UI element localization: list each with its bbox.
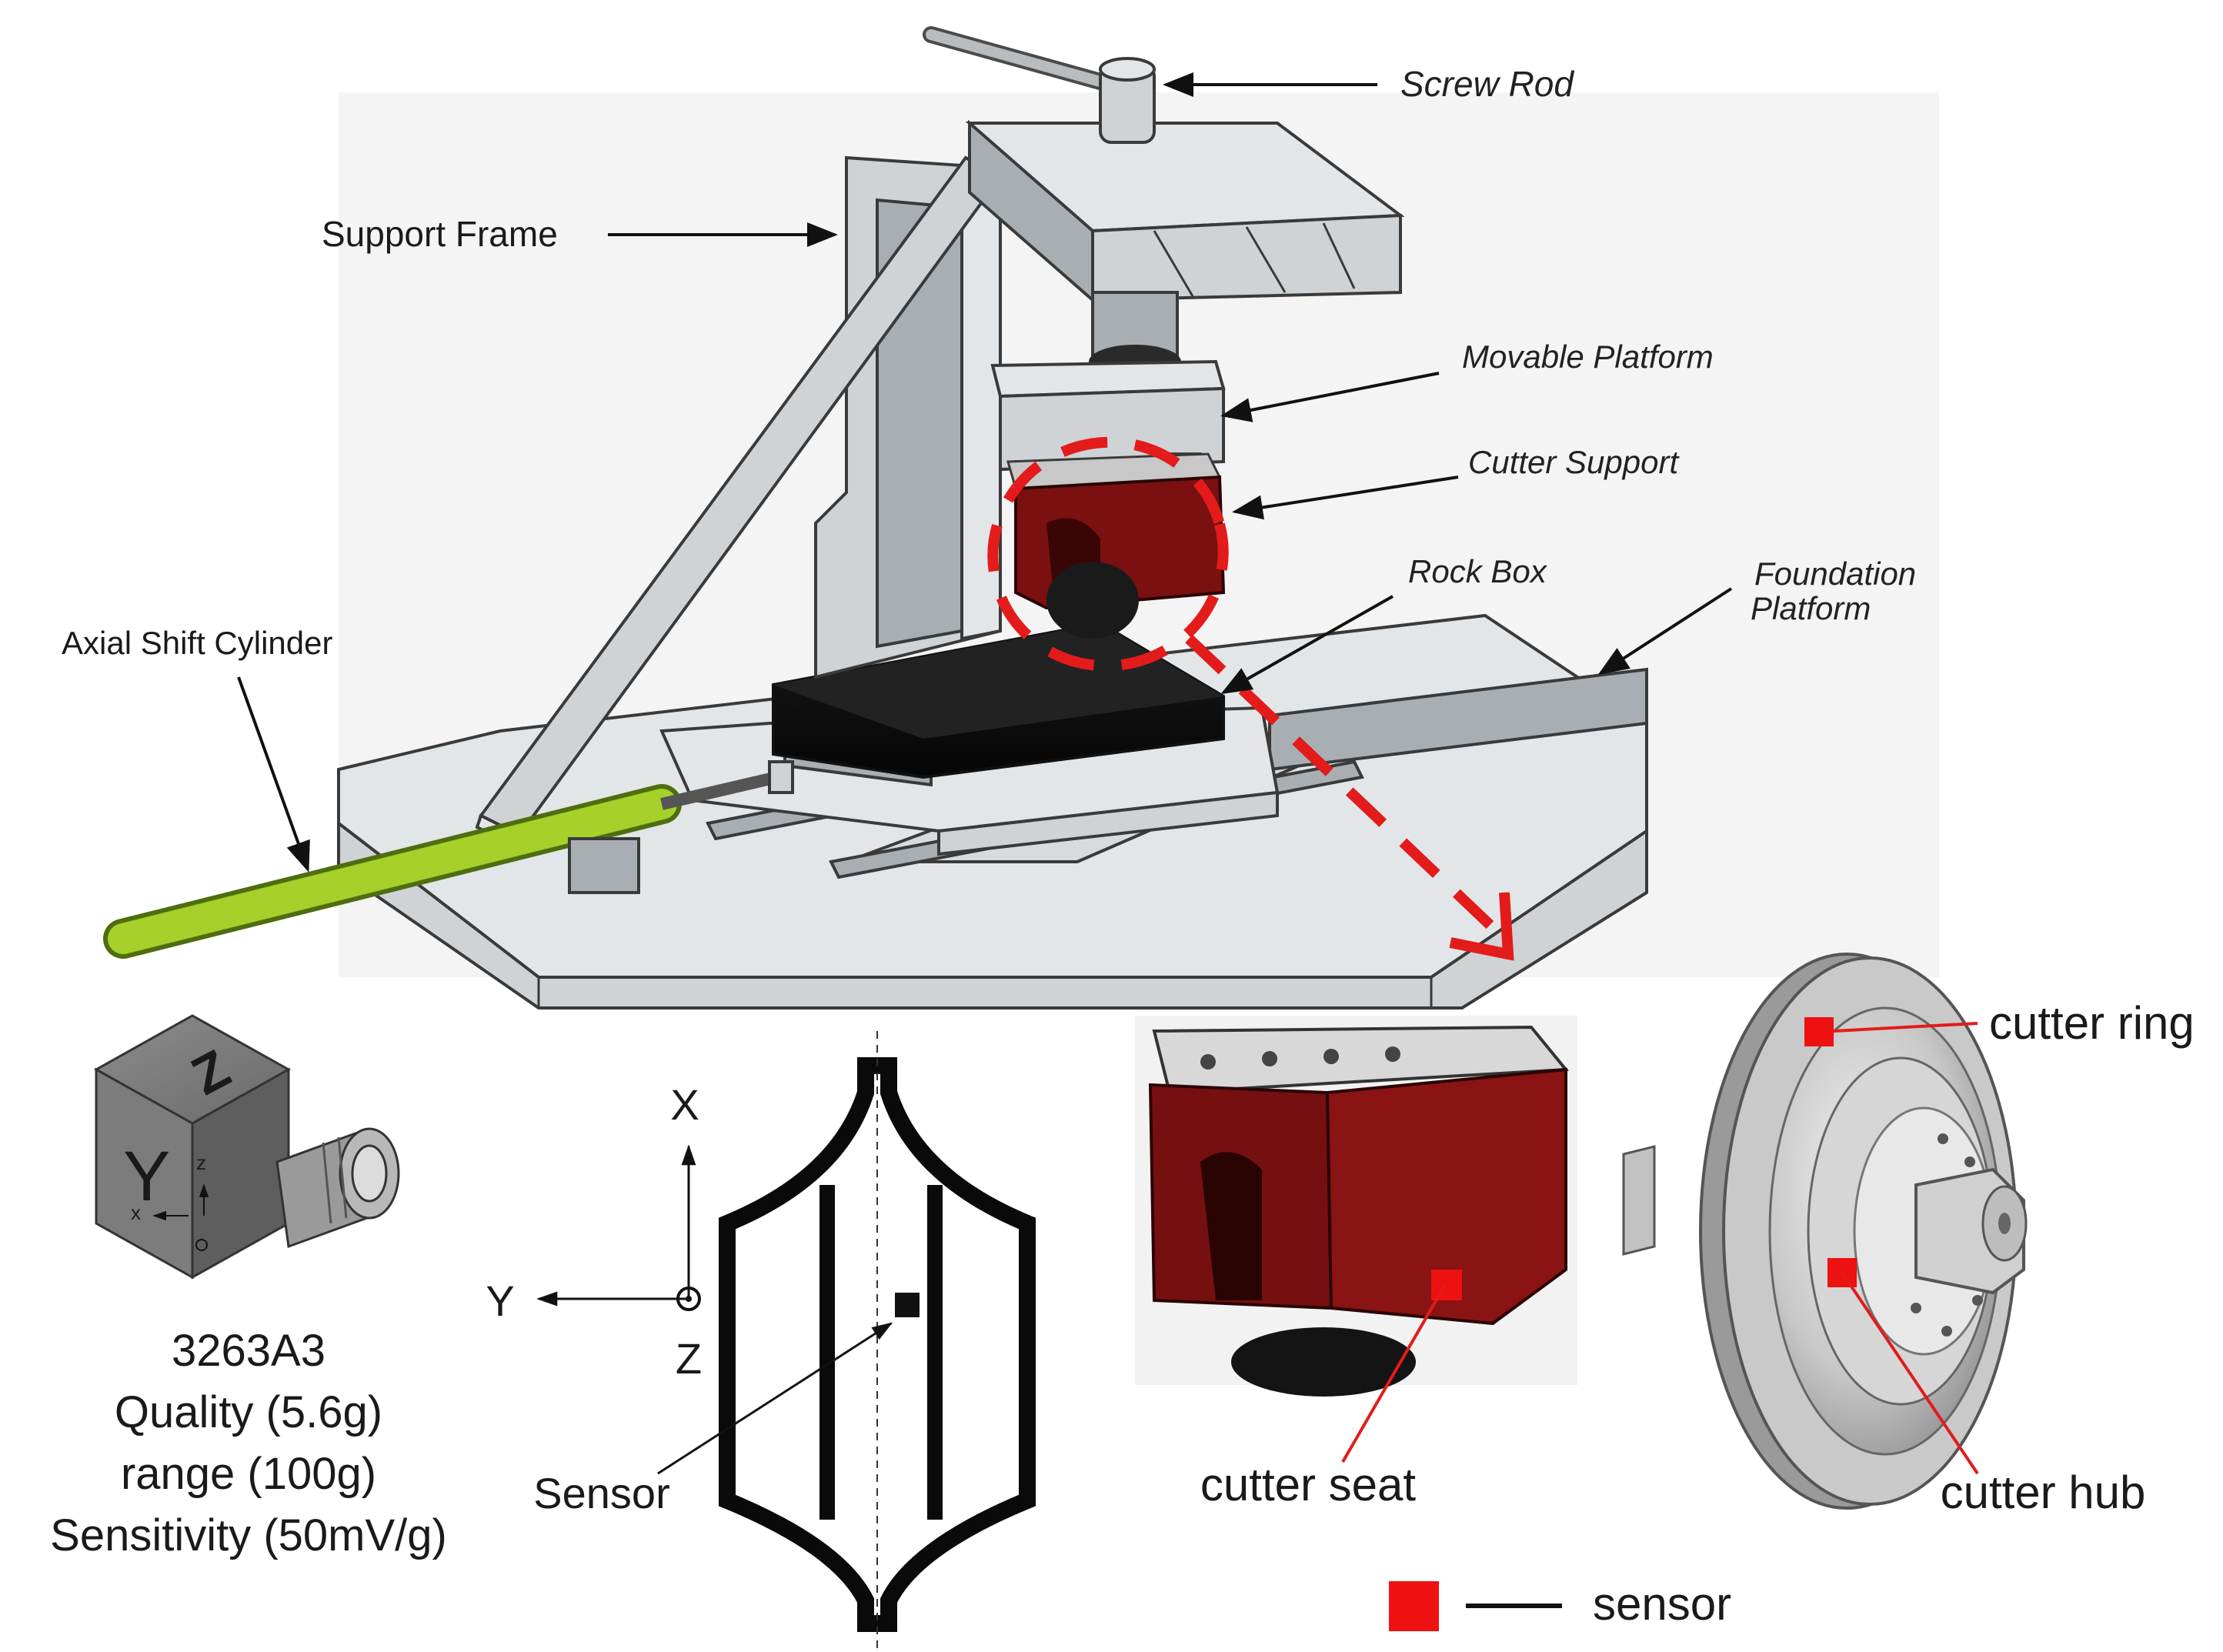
cutter-highlight: [987, 436, 1514, 961]
foundation-platform-arrow: [1597, 587, 1733, 676]
accelerometer: Z Y z x 3263A3 Quality (5.6g) range (100…: [50, 1014, 447, 1560]
accelerometer-connector: [275, 1127, 400, 1249]
cutter-ring-leader: [1833, 1022, 1978, 1033]
label-arrows: [237, 72, 1733, 873]
axial-shift-cylinder: [103, 760, 794, 959]
cube-origin-mark: [195, 1239, 208, 1251]
legend-sensor-label: sensor: [1593, 1578, 1731, 1630]
axis-x-label: X: [670, 1080, 699, 1129]
axis-z-label: Z: [676, 1334, 702, 1383]
cube-small-z: z: [196, 1151, 206, 1174]
accelerometer-model: 3263A3: [172, 1326, 325, 1376]
cutter-hub-leader: [1841, 1271, 1979, 1475]
sensor-layout: X Y Z Sensor: [486, 1031, 1036, 1652]
cutter-seat-outline: [719, 1031, 1036, 1652]
cutter-seat-leader: [1341, 1283, 1447, 1463]
machine-labels: Screw Rod Support Frame Movable Platform…: [62, 64, 1916, 661]
rock-cutting-machine: Screw Rod Support Frame Movable Platform…: [62, 26, 1939, 1010]
label-foundation: Foundation: [1754, 556, 1916, 592]
top-beam: [965, 119, 1405, 304]
legend-sensor-swatch: [1389, 1581, 1439, 1631]
label-platform: Platform: [1751, 590, 1871, 626]
sensor-mark: [895, 1293, 920, 1317]
axial-shift-cylinder-arrow: [237, 676, 310, 873]
axis-z-dot: [686, 1296, 692, 1302]
cutter-seat-sensor: [1431, 1270, 1462, 1300]
disc-cutter: cutter ring cutter hub: [1622, 953, 2195, 1518]
cube-front-letter: Y: [123, 1137, 170, 1216]
cutter-seat-photo: cutter seat: [1135, 1016, 1577, 1510]
legend: sensor: [1389, 1578, 1731, 1631]
label-cutter-support: Cutter Support: [1468, 444, 1680, 480]
cutter-hub-label: cutter hub: [1941, 1467, 2146, 1518]
cutter-ring-label: cutter ring: [1989, 997, 2195, 1049]
accelerometer-sensitivity: Sensitivity (50mV/g): [50, 1510, 447, 1560]
sensor-label: Sensor: [533, 1469, 669, 1517]
rock-box-arrow: [1220, 595, 1394, 694]
movable-platform-arrow: [1220, 372, 1440, 422]
cube-small-x: x: [131, 1201, 141, 1224]
cutter-support-arrow: [1232, 476, 1459, 520]
axis-y-label: Y: [486, 1277, 514, 1325]
axis-z-origin: [676, 1287, 701, 1311]
label-axial-shift-cylinder: Axial Shift Cylinder: [62, 625, 332, 661]
accelerometer-range: range (100g): [121, 1449, 376, 1499]
label-screw-rod: Screw Rod: [1400, 64, 1574, 104]
accelerometer-quality: Quality (5.6g): [115, 1387, 382, 1437]
cutter-ring-sensor: [1804, 1017, 1834, 1046]
sensor-pointer: [657, 1322, 893, 1475]
label-rock-box: Rock Box: [1408, 553, 1548, 589]
label-movable-platform: Movable Platform: [1462, 339, 1714, 375]
label-support-frame: Support Frame: [322, 214, 558, 254]
cutter-seat-label: cutter seat: [1200, 1459, 1416, 1510]
